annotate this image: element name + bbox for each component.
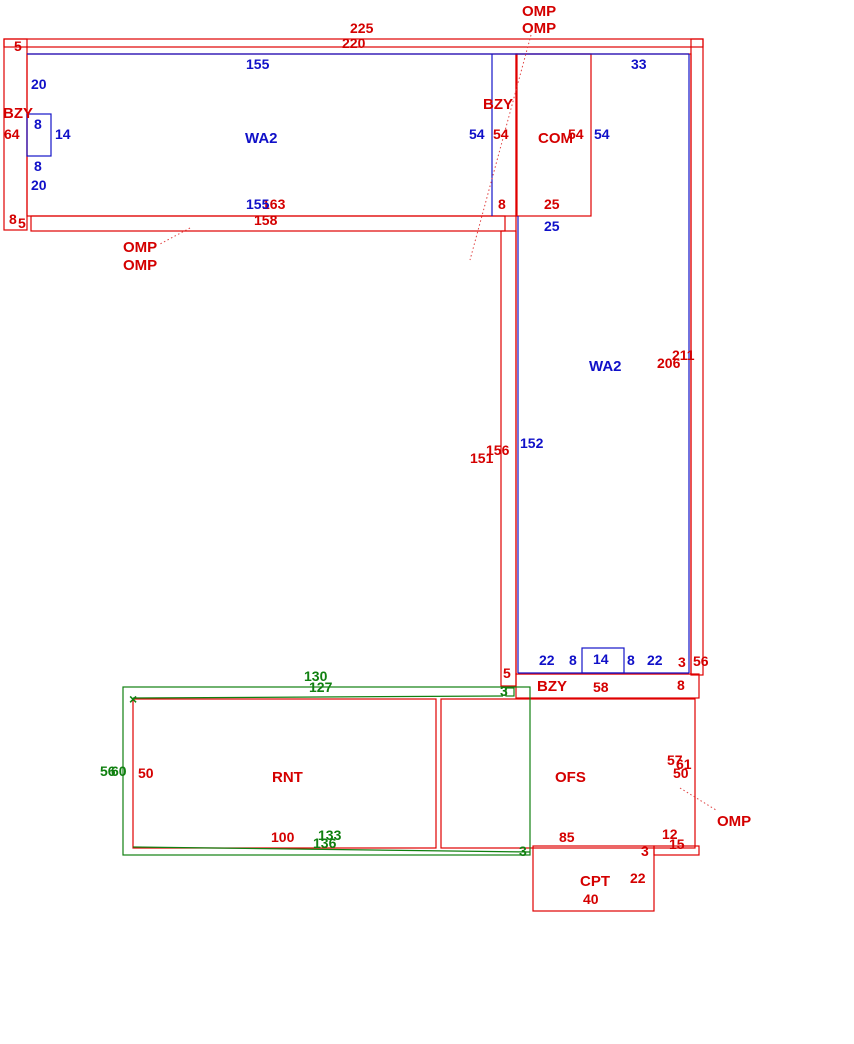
right-wall — [690, 38, 704, 676]
dim-label: 3 — [678, 654, 686, 670]
mid-wall — [500, 230, 517, 687]
dim-label: 50 — [673, 765, 689, 781]
room-label-bzy-mid: BZY — [483, 96, 513, 113]
cpt-room — [532, 845, 655, 912]
dim-label: 20 — [31, 177, 47, 193]
dim-label: 14 — [593, 651, 609, 667]
room-label-rnt: RNT — [272, 769, 303, 786]
dim-label: 33 — [631, 56, 647, 72]
dim-label: 8 — [34, 116, 42, 132]
cpt-right-strip — [653, 845, 700, 856]
room-label-ofs: OFS — [555, 769, 586, 786]
dim-label: 54 — [568, 126, 584, 142]
dim-label: 54 — [594, 126, 610, 142]
dim-label: 8 — [677, 677, 685, 693]
rnt-room — [132, 698, 437, 849]
dim-label: 8 — [9, 211, 17, 227]
ofs-room — [440, 698, 696, 849]
dim-label: 22 — [630, 870, 646, 886]
dim-label: 54 — [469, 126, 485, 142]
dim-label: 155 — [246, 196, 270, 212]
dim-label: 151 — [470, 450, 494, 466]
blue-bottom-notch — [581, 647, 625, 674]
dim-label: 60 — [111, 763, 127, 779]
dim-label: 163 — [262, 196, 286, 212]
omp-leader-right — [679, 787, 717, 811]
dim-label: 3 — [519, 843, 527, 859]
room-label-bzy-left: BZY — [3, 105, 33, 122]
dim-label: 3 — [500, 683, 508, 699]
dim-label: 225 — [350, 20, 374, 36]
dim-label: 15 — [669, 836, 685, 852]
room-label-wa2-top: WA2 — [245, 130, 278, 147]
dim-label: 136 — [313, 835, 337, 851]
dim-label: 127 — [309, 679, 333, 695]
omp-label: OMP — [522, 20, 556, 37]
room-label-cpt: CPT — [580, 873, 610, 890]
dim-label: 155 — [246, 56, 270, 72]
green-outline — [122, 686, 531, 856]
dim-label: 57 — [667, 752, 683, 768]
dim-label: 133 — [318, 827, 342, 843]
dim-label: 64 — [4, 126, 20, 142]
green-corner-box — [505, 687, 515, 697]
omp-label: OMP — [717, 813, 751, 830]
omp-leader-left — [159, 227, 191, 245]
green-cross-marker: × — [129, 691, 137, 707]
dim-label: 156 — [486, 442, 510, 458]
green-bottom-inner — [132, 846, 531, 853]
dim-label: 5 — [14, 38, 22, 54]
room-label-com: COM — [538, 130, 573, 147]
dim-label: 22 — [647, 652, 663, 668]
bzy-bottom-room — [515, 673, 700, 699]
room-label-bzy-bottom: BZY — [537, 678, 567, 695]
dim-label: 130 — [304, 668, 328, 684]
dim-label: 22 — [539, 652, 555, 668]
green-top-inner — [132, 695, 504, 699]
omp-label: OMP — [123, 239, 157, 256]
room-label-wa2-right: WA2 — [589, 358, 622, 375]
dim-label: 50 — [138, 765, 154, 781]
dim-label: 206 — [657, 355, 681, 371]
dim-label: 220 — [342, 35, 366, 51]
bottom-corridor-strip — [30, 215, 506, 232]
dim-label: 8 — [498, 196, 506, 212]
dim-label: 61 — [676, 756, 692, 772]
dim-label: 56 — [100, 763, 116, 779]
dim-label: 152 — [520, 435, 544, 451]
dim-label: 58 — [593, 679, 609, 695]
dim-label: 85 — [559, 829, 575, 845]
dim-label: 25 — [544, 196, 560, 212]
dim-label: 54 — [493, 126, 509, 142]
dim-label: 8 — [569, 652, 577, 668]
dim-label: 40 — [583, 891, 599, 907]
dim-label: 20 — [31, 76, 47, 92]
dim-label: 8 — [34, 158, 42, 174]
dim-label: 8 — [627, 652, 635, 668]
dim-label: 5 — [18, 215, 26, 231]
omp-label: OMP — [522, 3, 556, 20]
blue-left-notch — [26, 113, 52, 157]
omp-leader-top — [469, 34, 532, 261]
dim-label: 14 — [55, 126, 71, 142]
omp-label: OMP — [123, 257, 157, 274]
dim-label: 100 — [271, 829, 295, 845]
dim-label: 12 — [662, 826, 678, 842]
dim-label: 56 — [693, 653, 709, 669]
dim-label: 158 — [254, 212, 278, 228]
dim-label: 3 — [641, 843, 649, 859]
dim-label: 211 — [672, 347, 695, 363]
dim-label: 5 — [503, 665, 511, 681]
dim-label: 25 — [544, 218, 560, 234]
